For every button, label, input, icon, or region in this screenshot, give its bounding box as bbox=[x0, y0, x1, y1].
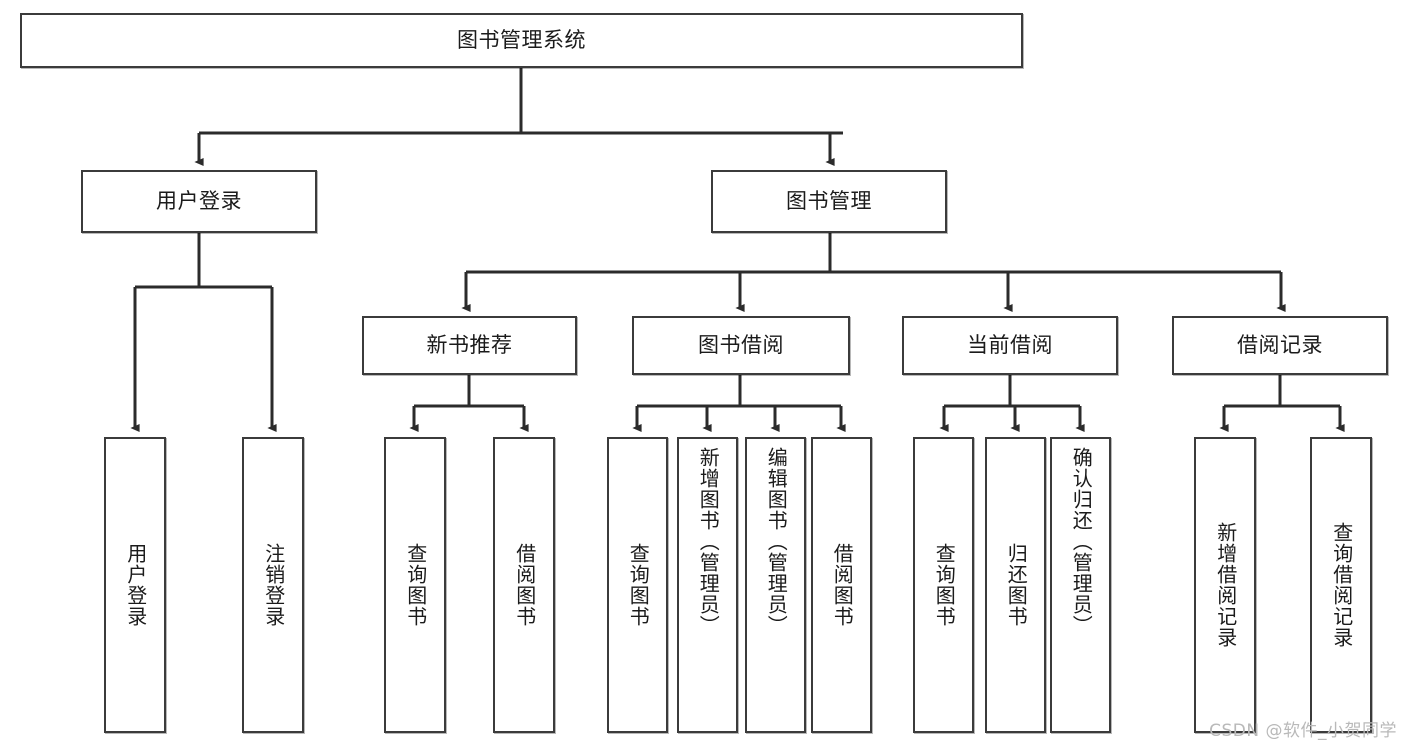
leaf-new-book-borrow-book[interactable]: 借阅图书 bbox=[493, 437, 555, 733]
leaf-current-borrow-query-book[interactable]: 查询图书 bbox=[913, 437, 974, 733]
node-user-login[interactable]: 用户登录 bbox=[81, 170, 317, 233]
leaf-book-borrow-edit-book-admin[interactable]: 编辑图书（管理员） bbox=[745, 437, 806, 733]
leaf-book-borrow-borrow-book[interactable]: 借阅图书 bbox=[811, 437, 872, 733]
node-new-book-recommend[interactable]: 新书推荐 bbox=[362, 316, 577, 375]
node-label: 确认归还（管理员） bbox=[1069, 447, 1094, 636]
leaf-borrow-record-query-record[interactable]: 查询借阅记录 bbox=[1310, 437, 1372, 733]
node-label: 查询图书 bbox=[932, 543, 957, 627]
node-label: 借阅图书 bbox=[512, 543, 537, 627]
leaf-current-borrow-confirm-return-admin[interactable]: 确认归还（管理员） bbox=[1050, 437, 1111, 733]
node-current-borrow[interactable]: 当前借阅 bbox=[902, 316, 1118, 375]
node-label: 借阅记录 bbox=[1237, 333, 1323, 358]
leaf-new-book-query-book[interactable]: 查询图书 bbox=[384, 437, 446, 733]
node-label: 图书借阅 bbox=[698, 333, 784, 358]
node-label: 查询图书 bbox=[403, 543, 428, 627]
leaf-user-login-logout[interactable]: 注销登录 bbox=[242, 437, 304, 733]
leaf-borrow-record-add-record[interactable]: 新增借阅记录 bbox=[1194, 437, 1256, 733]
node-label: 用户登录 bbox=[123, 543, 148, 627]
node-label: 查询借阅记录 bbox=[1329, 522, 1354, 648]
node-label: 归还图书 bbox=[1004, 543, 1029, 627]
node-label: 图书管理系统 bbox=[457, 28, 586, 53]
node-label: 当前借阅 bbox=[967, 333, 1053, 358]
node-label: 编辑图书（管理员） bbox=[764, 447, 789, 636]
leaf-book-borrow-add-book-admin[interactable]: 新增图书（管理员） bbox=[677, 437, 738, 733]
node-label: 图书管理 bbox=[786, 189, 872, 214]
node-borrow-record[interactable]: 借阅记录 bbox=[1172, 316, 1388, 375]
node-root-book-management-system[interactable]: 图书管理系统 bbox=[20, 13, 1023, 68]
node-label: 新增图书（管理员） bbox=[696, 447, 721, 636]
leaf-current-borrow-return-book[interactable]: 归还图书 bbox=[985, 437, 1046, 733]
node-label: 新书推荐 bbox=[426, 333, 513, 358]
node-label: 新增借阅记录 bbox=[1213, 522, 1238, 648]
node-book-borrow[interactable]: 图书借阅 bbox=[632, 316, 850, 375]
node-label: 查询图书 bbox=[626, 543, 651, 627]
leaf-user-login-login[interactable]: 用户登录 bbox=[104, 437, 166, 733]
node-label: 借阅图书 bbox=[830, 543, 855, 627]
node-label: 用户登录 bbox=[156, 189, 242, 214]
node-label: 注销登录 bbox=[261, 543, 286, 627]
leaf-book-borrow-query-book[interactable]: 查询图书 bbox=[607, 437, 668, 733]
node-book-management[interactable]: 图书管理 bbox=[711, 170, 947, 233]
